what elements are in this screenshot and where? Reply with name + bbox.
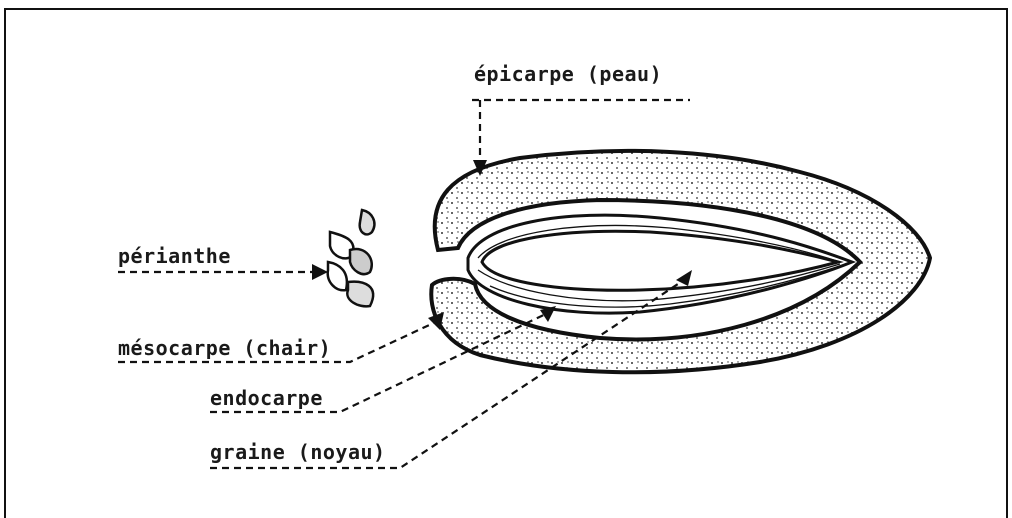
label-perianthe: périanthe xyxy=(118,244,231,268)
label-graine: graine (noyau) xyxy=(210,440,386,464)
label-epicarpe: épicarpe (peau) xyxy=(474,62,662,86)
label-mesocarpe: mésocarpe (chair) xyxy=(118,336,331,360)
label-endocarpe: endocarpe xyxy=(210,386,323,410)
perianthe-remnant xyxy=(328,210,375,306)
perianthe-arrowhead xyxy=(312,264,328,280)
